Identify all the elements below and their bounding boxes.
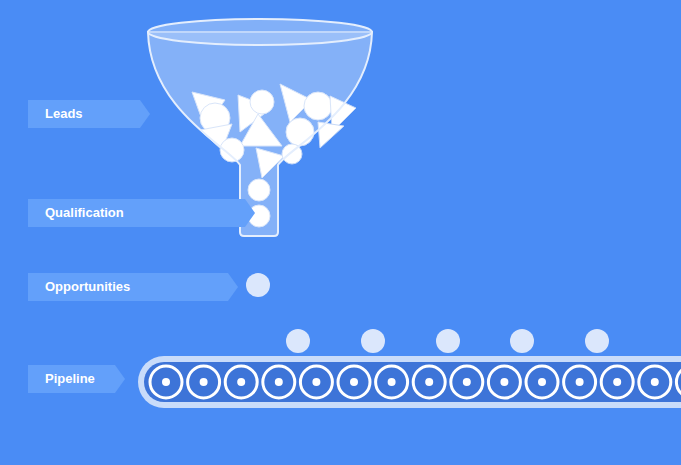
stage-tag: Qualification xyxy=(28,199,255,227)
stage-tag: Opportunities xyxy=(28,273,238,301)
tag-label: Pipeline xyxy=(28,365,125,393)
tag-label: Opportunities xyxy=(28,273,238,301)
tag-label: Qualification xyxy=(28,199,255,227)
tag-label: Leads xyxy=(28,100,150,128)
stage-tag: Pipeline xyxy=(28,365,125,393)
stage-tag: Leads xyxy=(28,100,150,128)
